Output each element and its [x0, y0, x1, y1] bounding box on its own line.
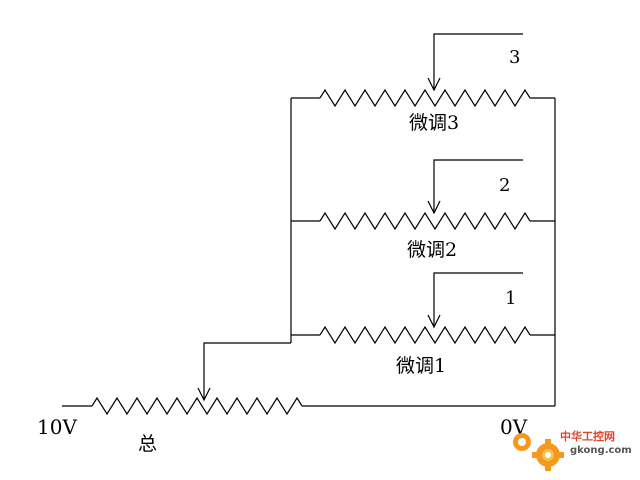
fine-pot-3 [291, 33, 555, 108]
main-potentiometer [62, 342, 555, 416]
fine-pot-1-zigzag [319, 325, 531, 345]
main-resistor-zigzag [91, 396, 303, 416]
main-wiper-arrow [197, 387, 211, 402]
wiper-label-3: 3 [509, 47, 520, 68]
fine-pot-1-wiper [433, 272, 523, 327]
supply-voltage-label: 10V [37, 415, 77, 439]
fine-pot-3-wiper [433, 33, 523, 90]
fine-pot-1 [291, 272, 555, 345]
main-pot-label: 总 [138, 433, 157, 455]
fine-pot-3-arrow [427, 77, 441, 92]
gkong-watermark: 中华工控网 gkong.com [513, 429, 632, 471]
fine-pot-2-wiper [433, 159, 523, 213]
fine-pot-2-label: 微调2 [407, 239, 457, 261]
fine-pot-3-zigzag [319, 88, 531, 108]
fine-pot-1-label: 微调1 [396, 355, 446, 377]
fine-pot-3-label: 微调3 [409, 112, 459, 134]
wiper-label-1: 1 [505, 288, 516, 309]
fine-pot-1-arrow [427, 314, 441, 329]
main-wiper-line [203, 342, 291, 400]
fine-pot-2-arrow [427, 200, 441, 215]
watermark-site-name: 中华工控网 [560, 429, 615, 443]
gear-icon [513, 433, 564, 471]
watermark-url: gkong.com [570, 445, 632, 456]
fine-pot-2-zigzag [319, 211, 531, 231]
wiper-label-2: 2 [499, 175, 510, 196]
fine-pot-2 [291, 159, 555, 231]
